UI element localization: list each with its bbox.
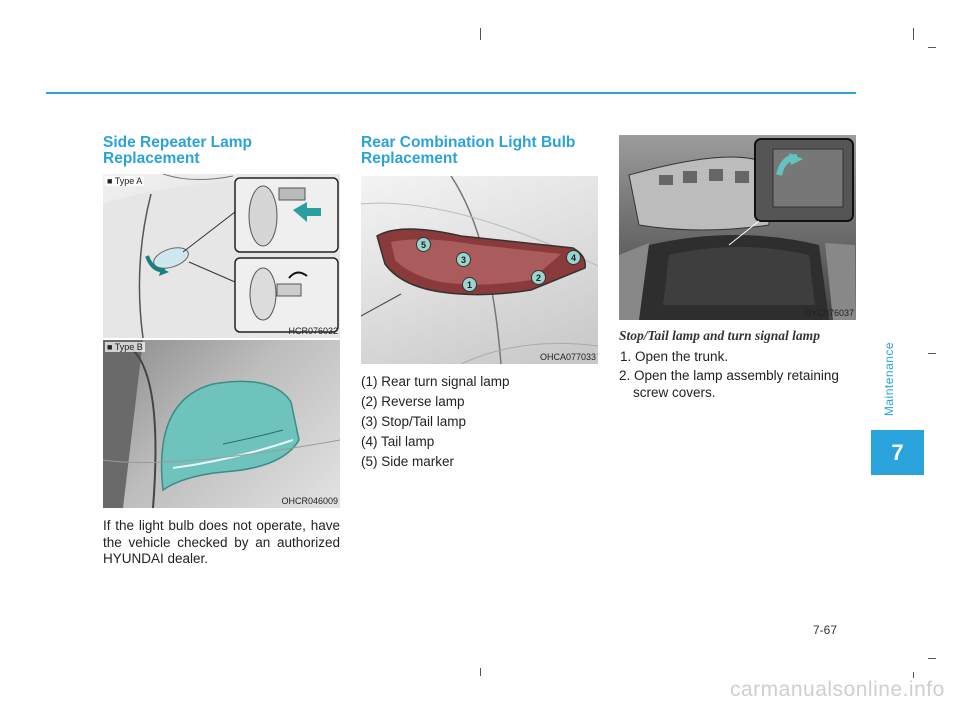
figure-trunk: OYC076037 [619, 135, 856, 320]
type-b-label: ■ Type B [105, 342, 145, 352]
section-heading-side-repeater: Side Repeater Lamp Replacement [103, 134, 253, 167]
figure-code: OHCR046009 [281, 496, 338, 506]
legend-item: (5) Side marker [361, 454, 455, 469]
legend-item: (2) Reverse lamp [361, 394, 465, 409]
stop-tail-subheading: Stop/Tail lamp and turn signal lamp [619, 328, 820, 343]
watermark: carmanualsonline.info [730, 678, 945, 701]
crop-mark [480, 28, 481, 40]
side-tab: Maintenance [861, 340, 909, 420]
figure-code: HCR076032 [288, 326, 338, 336]
figure-type-a: ■ Type A HCR076032 [103, 174, 340, 338]
figure-type-a-illustration [103, 174, 340, 338]
legend-item: (4) Tail lamp [361, 434, 435, 449]
callout-badge-5: 5 [416, 237, 431, 252]
figure-type-b: ■ Type B OHCR046009 [103, 340, 340, 508]
header-rule [46, 92, 856, 94]
legend-item: (3) Stop/Tail lamp [361, 414, 467, 429]
legend-item: (1) Rear turn signal lamp [361, 374, 510, 389]
crop-mark [480, 668, 481, 676]
callout-badge-3: 3 [456, 252, 471, 267]
trunk-illustration [619, 138, 856, 320]
section-heading-rear-combination: Rear Combination Light Bulb Replacement [361, 134, 576, 167]
figure-code: OYC076037 [804, 308, 854, 318]
lamp-legend: (1) Rear turn signal lamp (2) Reverse la… [361, 372, 601, 472]
step-item: 1. Open the trunk. [620, 349, 729, 364]
chapter-number: 7 [871, 430, 924, 475]
step-list: 1. Open the trunk. 2. Open the lamp asse… [619, 348, 857, 401]
figure-code: OHCA077033 [539, 352, 596, 362]
callout-badge-4: 4 [566, 250, 581, 265]
dealer-paragraph: If the light bulb does not operate, have… [103, 518, 340, 566]
page-number: 7-67 [813, 623, 838, 637]
side-tab-label: Maintenance [882, 341, 896, 417]
crop-mark [928, 353, 936, 354]
rear-lamp-illustration [361, 176, 598, 364]
step-item: 2. Open the lamp assembly retaining scre… [619, 368, 839, 400]
callout-badge-2: 2 [531, 270, 546, 285]
crop-mark [913, 672, 914, 678]
figure-type-b-illustration [103, 340, 340, 508]
crop-mark [928, 658, 936, 659]
callout-badge-1: 1 [462, 277, 477, 292]
crop-mark [928, 47, 936, 48]
type-a-label: ■ Type A [105, 176, 145, 186]
crop-mark [913, 28, 914, 40]
figure-rear-combination: 5 3 4 2 1 OHCA077033 [361, 176, 598, 364]
